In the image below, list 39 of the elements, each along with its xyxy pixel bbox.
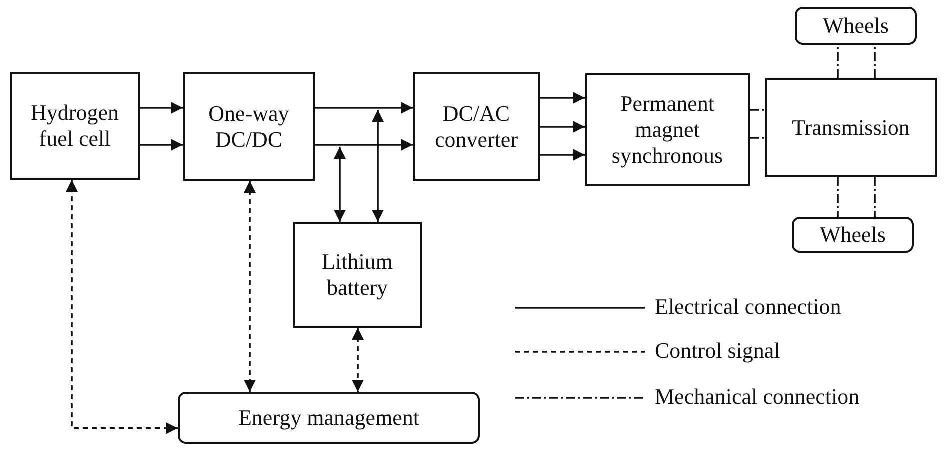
node-label: Lithium battery [321, 249, 394, 301]
legend-label: Mechanical connection [655, 384, 860, 410]
arrow [315, 102, 413, 114]
arrow [140, 102, 183, 114]
mechanical-link-line [874, 45, 876, 78]
process-box [765, 78, 937, 177]
node-label: One-way DC/DC [208, 100, 290, 152]
process-box [585, 73, 750, 186]
mechanical-link-line [750, 109, 765, 111]
arrow [334, 147, 346, 222]
mechanical-link-line [837, 177, 839, 217]
node-label: Wheels [820, 222, 886, 248]
process-box [413, 72, 540, 181]
arrow [372, 110, 384, 222]
node-label: Energy management [238, 405, 420, 431]
arrow [315, 139, 413, 151]
node-label: Wheels [823, 13, 889, 39]
dashed-arrow [66, 180, 178, 434]
process-box [792, 217, 914, 253]
node-label: DC/AC converter [434, 100, 520, 152]
mechanical-link-line [837, 45, 839, 78]
process-box [795, 7, 917, 45]
arrow [540, 149, 585, 161]
legend-label: Control signal [655, 338, 780, 364]
node-label: Transmission [792, 114, 910, 140]
arrow [540, 92, 585, 104]
legend-label: Electrical connection [655, 294, 842, 320]
dashed-arrow [244, 181, 256, 392]
process-box [10, 72, 140, 180]
arrow [140, 139, 183, 151]
process-box [183, 72, 315, 181]
arrow [540, 121, 585, 133]
node-label: Hydrogen fuel cell [30, 100, 120, 152]
process-box [178, 392, 480, 444]
node-label: Permanent magnet synchronous [610, 90, 724, 168]
process-box [293, 222, 422, 328]
mechanical-link-line [874, 177, 876, 217]
mechanical-link-line [750, 137, 765, 139]
dashed-arrow [352, 328, 364, 392]
